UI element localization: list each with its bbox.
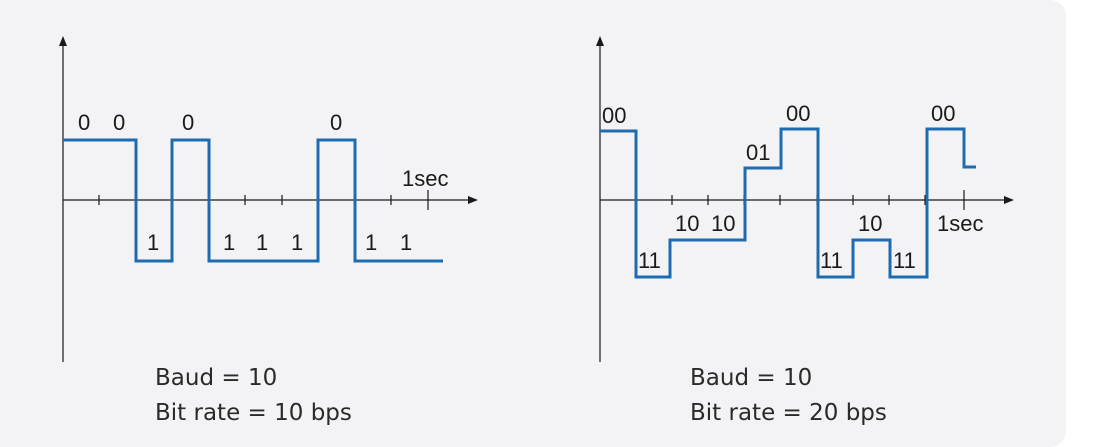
- left-bit-label: 1: [147, 230, 159, 255]
- right-diagram: 00 11 10 10 01 00 11 10 11 00 1sec Baud …: [596, 36, 1014, 426]
- left-bit-label: 0: [113, 110, 125, 135]
- right-symbol-label: 01: [746, 140, 770, 165]
- right-symbol-label: 11: [893, 248, 916, 273]
- right-symbol-label: 11: [820, 248, 843, 273]
- right-waveform: [600, 127, 976, 279]
- right-caption-baud: Baud = 10: [690, 365, 812, 391]
- left-time-label: 1sec: [402, 166, 448, 191]
- right-x-axis-arrow: [1004, 196, 1014, 204]
- left-bit-label: 1: [400, 230, 412, 255]
- right-symbol-label: 10: [858, 211, 882, 236]
- left-caption-bitrate: Bit rate = 10 bps: [155, 400, 352, 426]
- right-symbol-label: 00: [602, 103, 626, 128]
- left-bit-label: 0: [78, 110, 90, 135]
- left-waveform: [63, 138, 443, 263]
- left-diagram: 0 0 0 0 1 1 1 1 1 1 1sec Baud = 10 Bit r…: [59, 36, 478, 426]
- right-symbol-label: 11: [638, 248, 661, 273]
- right-time-label: 1sec: [937, 211, 983, 236]
- right-symbol-label: 00: [786, 101, 810, 126]
- left-bit-label: 1: [291, 230, 303, 255]
- left-bit-label: 0: [330, 110, 342, 135]
- right-symbol-label: 00: [931, 101, 955, 126]
- left-caption-baud: Baud = 10: [155, 365, 277, 391]
- left-x-axis-arrow: [468, 196, 478, 204]
- left-y-axis-arrow: [59, 36, 67, 46]
- left-bit-label: 1: [223, 230, 235, 255]
- left-bit-label: 0: [182, 110, 194, 135]
- right-y-axis-arrow: [596, 36, 604, 46]
- right-caption-bitrate: Bit rate = 20 bps: [690, 400, 887, 426]
- left-bit-label: 1: [365, 230, 377, 255]
- right-symbol-label: 10: [711, 211, 735, 236]
- left-bit-label: 1: [256, 230, 268, 255]
- right-symbol-label: 10: [675, 211, 699, 236]
- diagram-panel: [0, 0, 1066, 447]
